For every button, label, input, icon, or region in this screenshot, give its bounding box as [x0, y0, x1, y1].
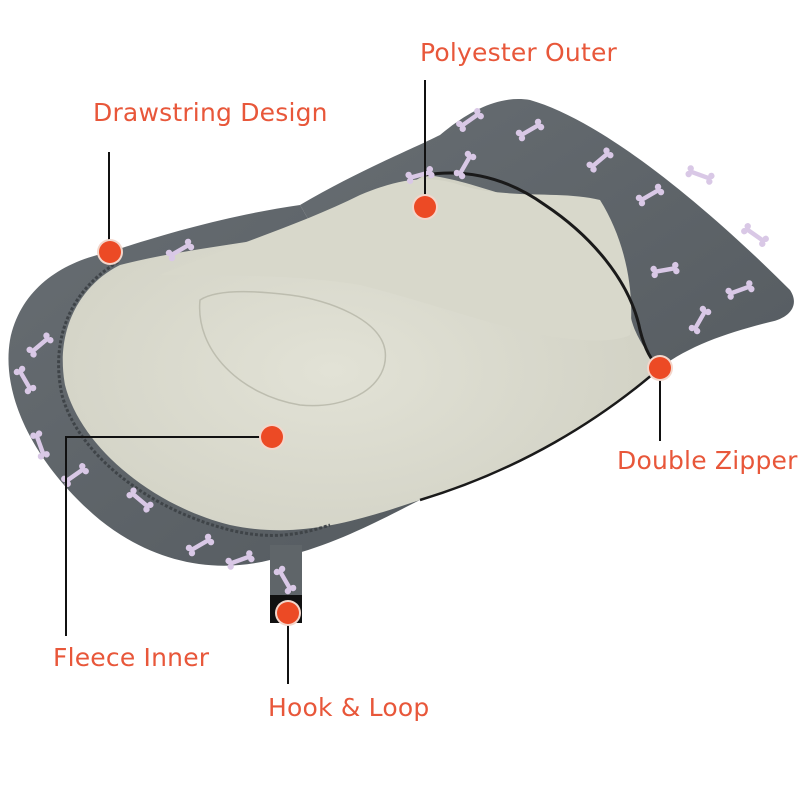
- callout-dot-double-zipper: [649, 357, 671, 379]
- leader-line-hook-loop: [287, 624, 289, 684]
- fleece-flap: [160, 179, 632, 341]
- label-double-zipper: Double Zipper: [617, 446, 798, 475]
- label-hook-loop: Hook & Loop: [268, 693, 430, 722]
- zipper-edge: [424, 171, 661, 370]
- quilt-stitch: [198, 290, 387, 407]
- leader-line-fleece-inner-v: [65, 436, 67, 636]
- callout-dot-hook-loop: [277, 602, 299, 624]
- callout-dot-polyester-outer: [414, 196, 436, 218]
- label-polyester-outer: Polyester Outer: [420, 38, 618, 67]
- leader-line-polyester-outer: [424, 80, 426, 196]
- callout-dot-fleece-inner: [261, 426, 283, 448]
- callout-dot-drawstring: [99, 241, 121, 263]
- label-drawstring-design: Drawstring Design: [93, 98, 328, 127]
- leader-line-fleece-inner-h: [65, 436, 261, 438]
- leader-line-drawstring: [108, 152, 110, 242]
- label-fleece-inner: Fleece Inner: [53, 643, 210, 672]
- leader-line-double-zipper: [659, 378, 661, 441]
